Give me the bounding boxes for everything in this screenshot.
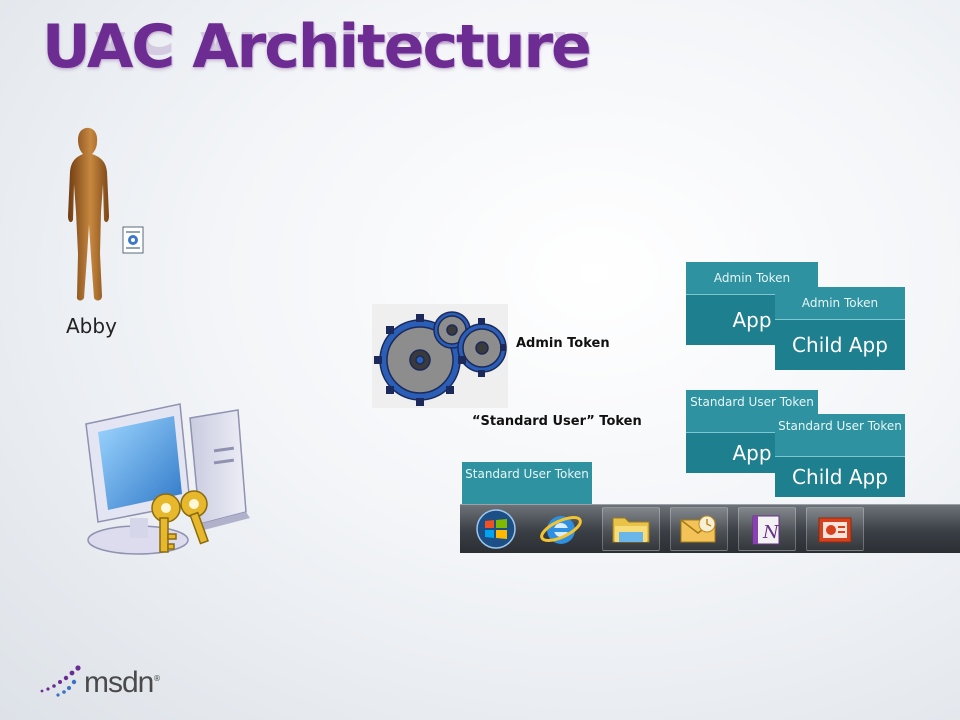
admin-token-label: Admin Token — [516, 336, 610, 351]
folder-icon — [612, 517, 650, 543]
taskbar-item-internet-explorer[interactable] — [532, 507, 590, 551]
card-token-header: Admin Token — [775, 287, 905, 319]
user-name-label: Abby — [66, 314, 117, 338]
msdn-logo-icon — [40, 665, 81, 697]
onenote-icon: N — [752, 515, 780, 545]
admin-child-app-card: Admin Token Child App — [775, 287, 905, 370]
msdn-logo-text: msdn — [84, 666, 154, 699]
taskbar-item-onenote[interactable]: N — [738, 507, 796, 551]
powerpoint-icon — [818, 517, 852, 543]
taskbar-item-outlook[interactable] — [670, 507, 728, 551]
card-token-header: Standard User Token — [775, 414, 905, 456]
internet-explorer-icon — [540, 516, 582, 544]
taskbar: N — [460, 504, 960, 553]
standard-token-label: “Standard User” Token — [472, 414, 642, 429]
slide-title: UAC Architecture — [42, 12, 592, 82]
card-token-header: Admin Token — [686, 262, 818, 294]
taskbar-item-explorer[interactable] — [602, 507, 660, 551]
token-document-icon — [122, 226, 144, 254]
gears-icon — [374, 311, 507, 406]
taskbar-token-card: Standard User Token — [462, 462, 592, 504]
gears-image — [372, 304, 508, 408]
svg-text:N: N — [762, 522, 780, 543]
start-orb-icon — [476, 509, 516, 549]
taskbar-item-powerpoint[interactable] — [806, 507, 864, 551]
computer-with-keys-icon — [85, 403, 250, 555]
card-app-label: Child App — [775, 456, 905, 497]
card-app-label: Child App — [775, 319, 905, 370]
card-token-header: Standard User Token — [462, 462, 592, 504]
user-silhouette-icon — [68, 127, 109, 301]
slide-title-reflection: UAC Architecture — [42, 32, 590, 66]
start-button[interactable] — [468, 507, 524, 551]
outlook-icon — [680, 515, 716, 543]
msdn-trademark: ® — [153, 674, 161, 683]
standard-child-app-card: Standard User Token Child App — [775, 414, 905, 497]
